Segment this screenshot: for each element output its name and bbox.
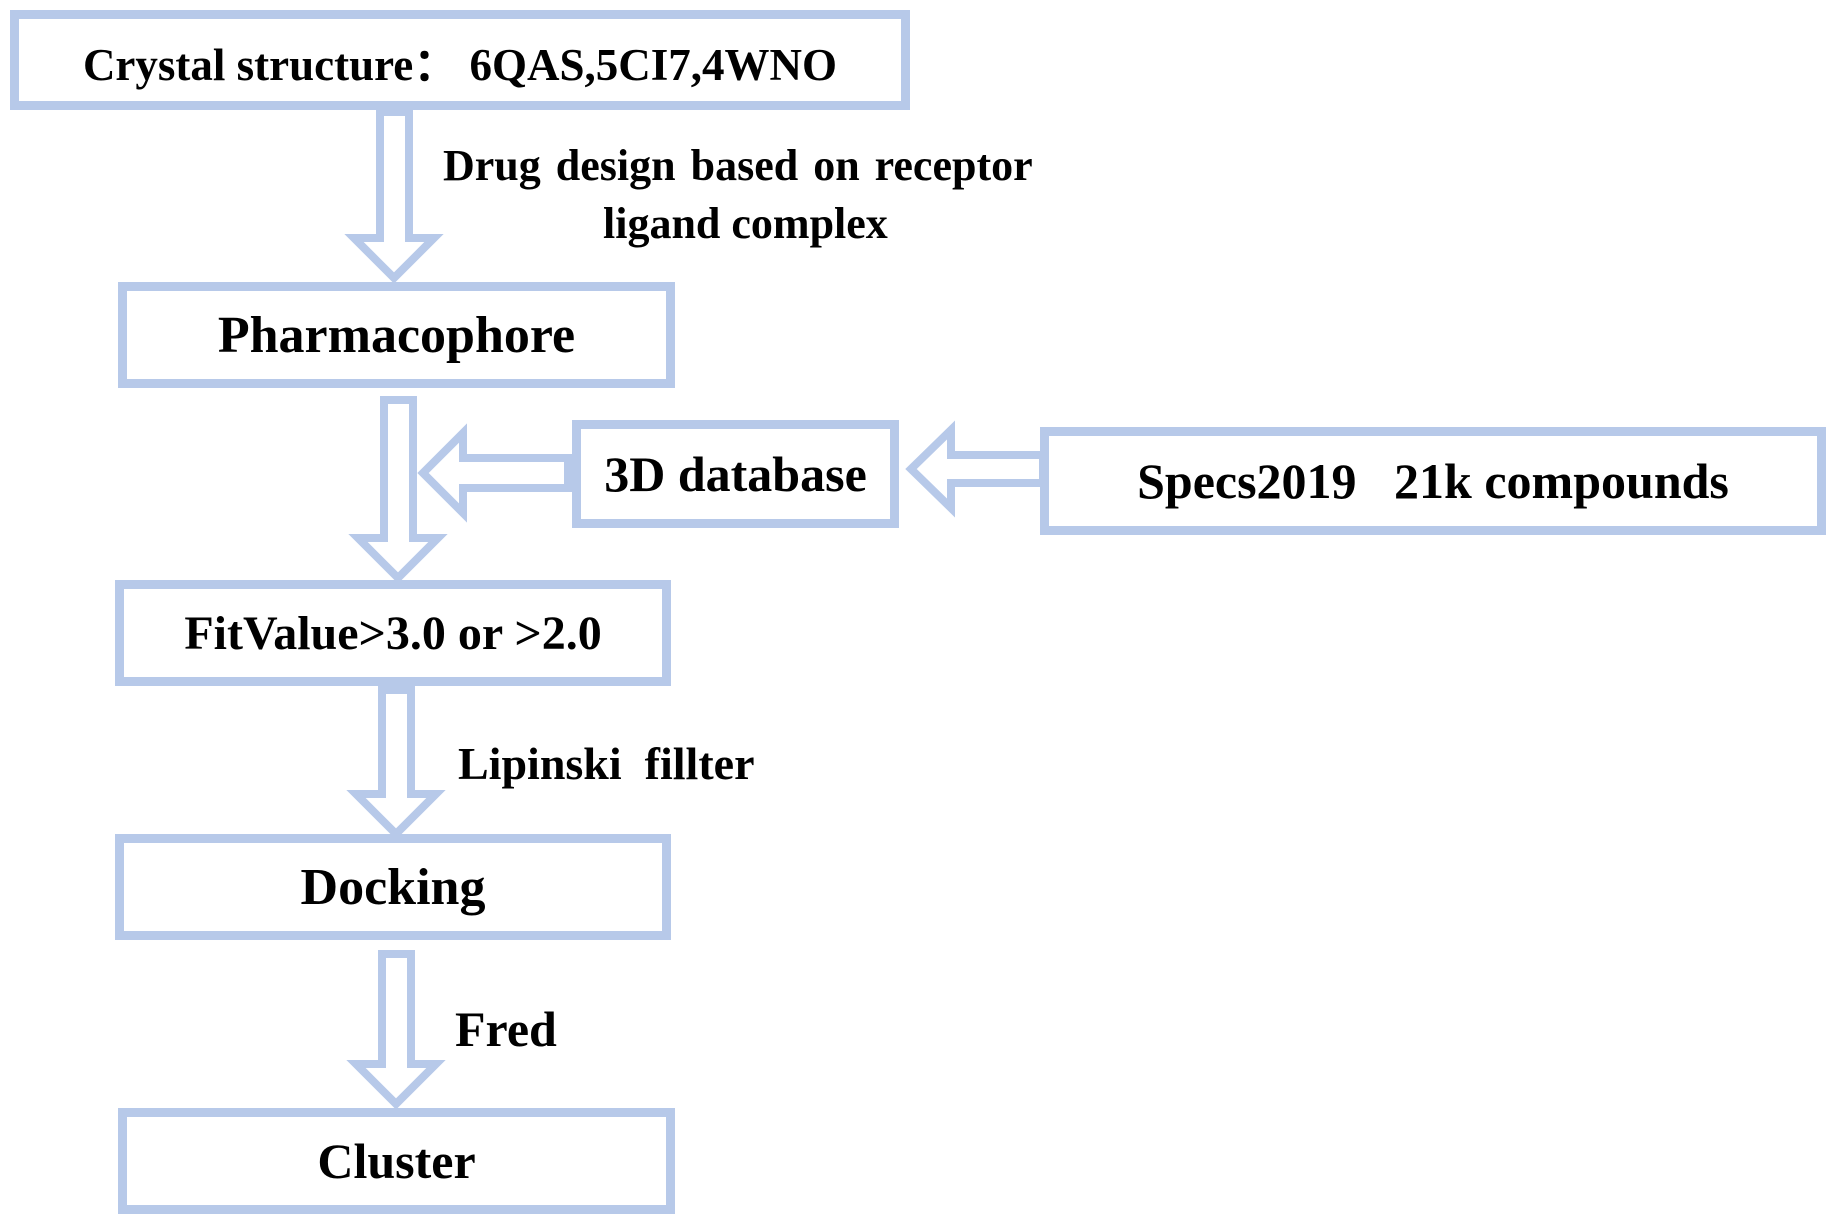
node-crystal-structure-label: Crystal structure： 6QAS,5CI7,4WNO xyxy=(82,39,838,90)
node-pharmacophore-label: Pharmacophore xyxy=(217,306,576,364)
arrow-crystal-to-pharmacophore xyxy=(344,108,444,284)
edge-label-drug-design-line1: Drug design based on receptor xyxy=(443,141,1033,190)
arrow-database-to-flow xyxy=(417,423,572,523)
edge-label-drug-design-line2: ligand complex xyxy=(603,199,888,248)
arrow-pharmacophore-to-fitvalue xyxy=(348,396,448,584)
node-3d-database-label: 3D database xyxy=(604,446,867,502)
node-docking: Docking xyxy=(115,834,671,940)
node-cluster-label: Cluster xyxy=(317,1133,476,1189)
node-specs2019: Specs2019 21k compounds xyxy=(1040,427,1826,535)
node-3d-database: 3D database xyxy=(572,420,899,528)
node-pharmacophore: Pharmacophore xyxy=(118,282,675,388)
node-fitvalue-label: FitValue>3.0 or >2.0 xyxy=(184,606,602,660)
arrow-docking-to-cluster xyxy=(346,950,446,1110)
arrow-specs-to-database xyxy=(905,420,1047,518)
node-cluster: Cluster xyxy=(118,1108,675,1214)
arrow-fitvalue-to-docking xyxy=(346,686,446,840)
node-crystal-structure: Crystal structure： 6QAS,5CI7,4WNO xyxy=(10,10,910,110)
node-specs2019-label: Specs2019 21k compounds xyxy=(1137,453,1729,509)
edge-label-lipinski: Lipinski fillter xyxy=(458,738,755,789)
node-docking-label: Docking xyxy=(300,858,486,916)
edge-label-fred: Fred xyxy=(455,1001,557,1057)
node-fitvalue: FitValue>3.0 or >2.0 xyxy=(115,580,671,686)
